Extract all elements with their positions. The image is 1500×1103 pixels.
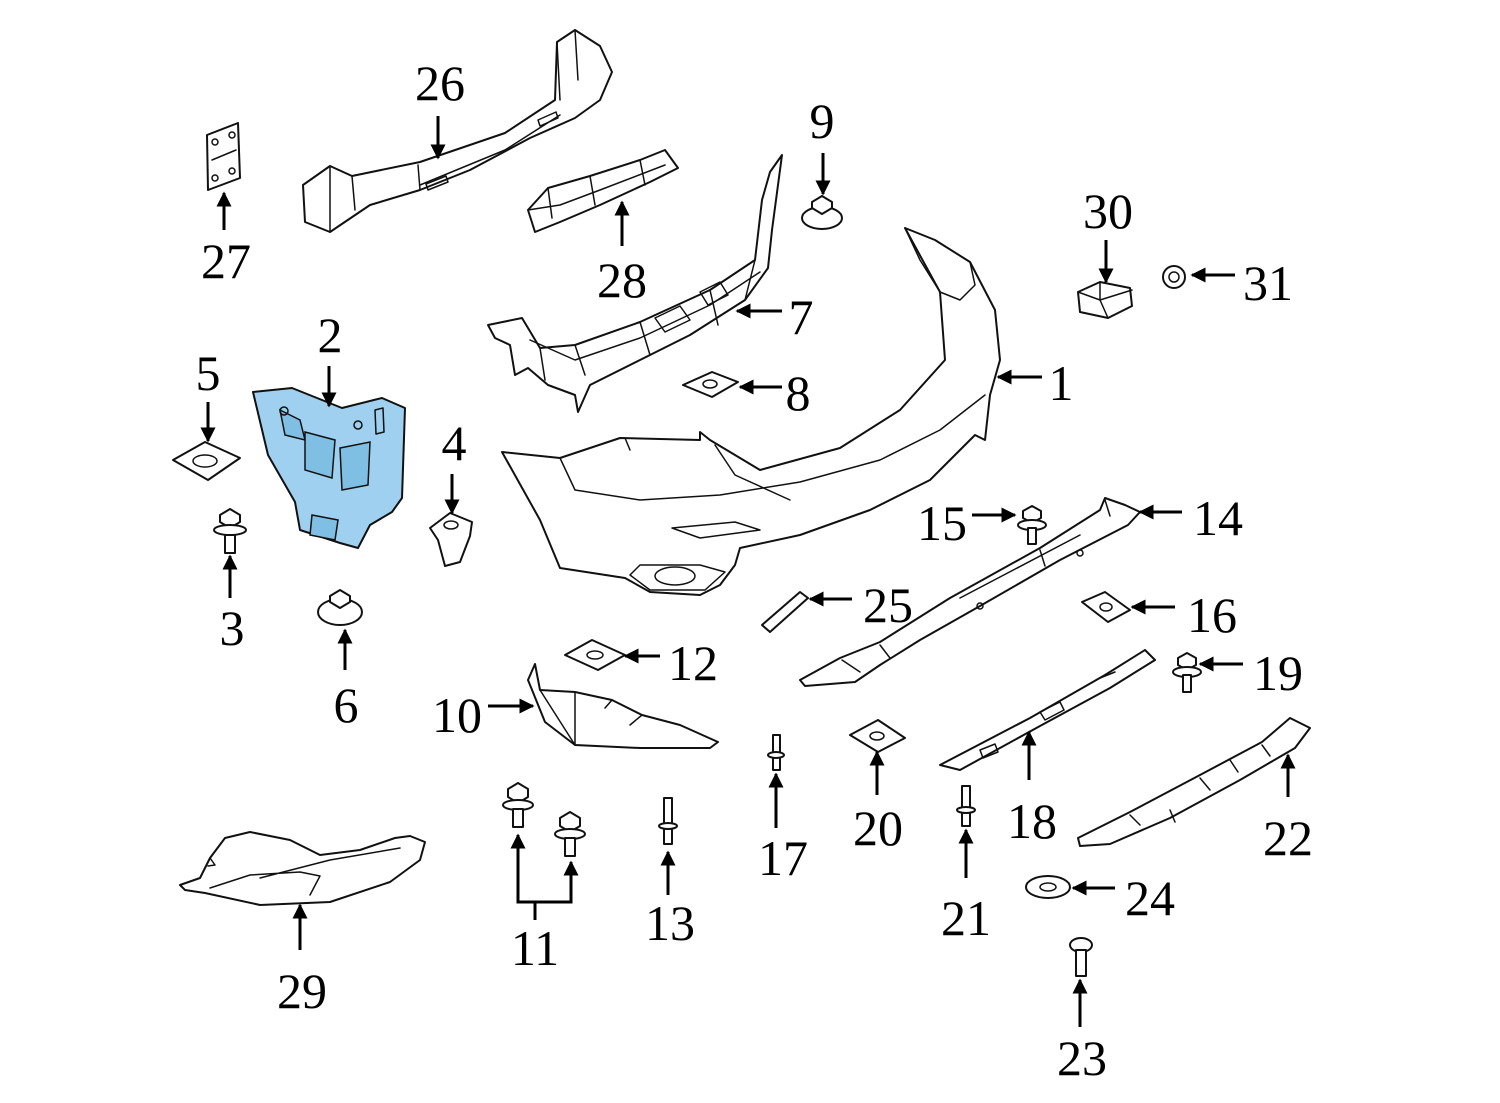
part-24-washer: [1025, 875, 1071, 899]
part-18-lower-bracket: [939, 649, 1156, 771]
callout-17: 17: [758, 830, 808, 886]
part-8-retainer: [682, 371, 739, 398]
callout-14: 14: [1193, 490, 1243, 546]
part-15-bolt: [1017, 505, 1047, 545]
part-1-bumper-cover: [501, 227, 1001, 596]
part-12-retainer: [564, 639, 626, 671]
callout-12: 12: [668, 635, 718, 691]
part-28-guide-bracket: [527, 149, 679, 233]
callout-28: 28: [597, 252, 647, 308]
part-10-valance: [527, 663, 719, 749]
part-31-grommet: [1162, 265, 1186, 289]
part-7-energy-absorber: [487, 154, 783, 413]
leader-lines: [200, 116, 1296, 1027]
part-5-retainer: [172, 441, 241, 481]
callout-21: 21: [941, 890, 991, 946]
part-23-screw: [1069, 937, 1093, 977]
callout-15: 15: [917, 495, 967, 551]
part-30-clip: [1077, 281, 1133, 319]
callout-23: 23: [1057, 1030, 1107, 1086]
callout-30: 30: [1083, 183, 1133, 239]
callout-5: 5: [196, 345, 221, 401]
part-27-plate: [206, 122, 241, 191]
callout-26: 26: [415, 55, 465, 111]
callout-10: 10: [432, 687, 482, 743]
callout-3: 3: [220, 600, 245, 656]
callout-31: 31: [1243, 255, 1293, 311]
part-25-trim-strip: [761, 591, 809, 633]
part-21-pin: [956, 785, 976, 827]
callout-9: 9: [810, 93, 835, 149]
callout-29: 29: [277, 963, 327, 1019]
callout-18: 18: [1007, 793, 1057, 849]
part-29-lamp: [179, 831, 426, 906]
part-19-bolt: [1172, 652, 1202, 693]
part-14-side-bracket: [799, 497, 1141, 687]
callout-25: 25: [863, 577, 913, 633]
callout-16: 16: [1187, 587, 1237, 643]
callout-20: 20: [853, 800, 903, 856]
callout-4: 4: [442, 415, 467, 471]
callout-1: 1: [1049, 355, 1074, 411]
part-4-push-retainer: [429, 512, 473, 567]
callout-numbers: 26 27 28 9 30 31 7 1 8 2 5 4 3 6 14 15 2…: [196, 55, 1314, 1086]
callout-22: 22: [1263, 810, 1313, 866]
part-16-retainer: [1081, 591, 1131, 623]
callout-27: 27: [201, 233, 251, 289]
callout-11: 11: [511, 920, 559, 976]
part-13-pin: [658, 797, 678, 845]
part-2-bumper-bracket: [252, 387, 406, 549]
callout-8: 8: [786, 365, 811, 421]
part-17-pin: [767, 734, 785, 771]
part-11-bolts: [502, 782, 586, 857]
part-3-bolt: [213, 508, 247, 554]
callout-7: 7: [789, 289, 814, 345]
callout-19: 19: [1253, 645, 1303, 701]
callout-24: 24: [1125, 870, 1175, 926]
callout-2: 2: [318, 307, 343, 363]
part-9-nut: [801, 195, 843, 230]
callout-13: 13: [645, 895, 695, 951]
part-22-lower-strip: [1077, 717, 1311, 847]
part-6-nut: [317, 589, 363, 626]
part-20-retainer: [849, 719, 906, 753]
part-26-reinforcement-beam: [302, 29, 613, 233]
callout-6: 6: [334, 677, 359, 733]
